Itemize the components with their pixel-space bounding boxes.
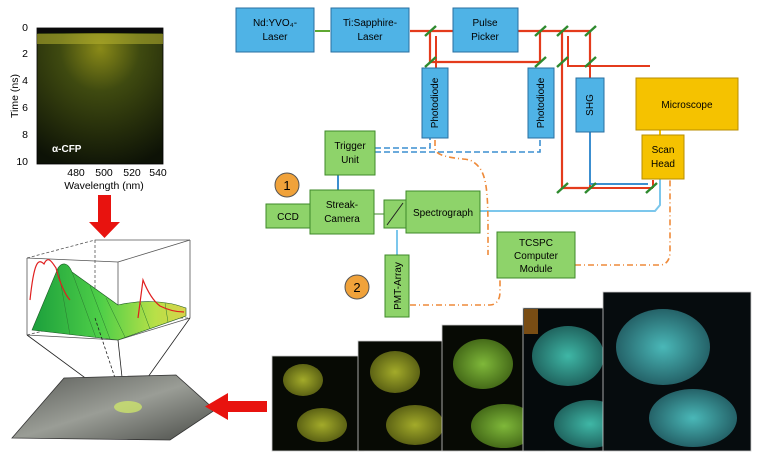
trigger-unit-box: Trigger Unit	[324, 130, 376, 176]
sample-label: α-CFP	[52, 144, 82, 155]
photodiode-1-box: Photodiode	[421, 67, 449, 139]
box-label: Nd:YVO₄-	[253, 18, 297, 29]
mirror-icon	[556, 182, 569, 194]
mirror-icon	[645, 182, 658, 194]
spectrograph-box: Spectrograph	[405, 190, 481, 234]
marker-1: 1	[274, 172, 300, 198]
microscope-box: Microscope	[635, 77, 739, 131]
box-label: Spectrograph	[413, 208, 473, 219]
y-tick-label: 8	[22, 129, 28, 141]
box-label: Laser	[262, 32, 288, 43]
box-label: TCSPC	[519, 238, 553, 249]
cell-image-2	[357, 340, 459, 452]
decay-profile-curve	[137, 277, 185, 319]
y-tick-label: 0	[22, 22, 28, 34]
box-label: Head	[651, 159, 675, 170]
box-label: PMT-Array	[393, 262, 404, 310]
scan-head-box: Scan Head	[641, 134, 685, 180]
box-label: SHG	[585, 94, 596, 116]
y-tick-label: 6	[22, 102, 28, 114]
mirror-icon	[556, 56, 569, 68]
beam-splitter-box	[374, 199, 407, 229]
x-axis-title: Wavelength (nm)	[64, 180, 144, 192]
y-axis-title: Time (ns)	[9, 74, 21, 118]
x-axis-ticks: 480 500 520 540	[67, 167, 167, 179]
box-label: Laser	[357, 32, 383, 43]
shg-box: SHG	[575, 77, 605, 133]
pulse-picker-box: Pulse Picker	[452, 7, 519, 53]
box-label: 1	[283, 178, 290, 193]
x-tick-label: 540	[149, 167, 167, 179]
box-label: Microscope	[661, 100, 713, 111]
box-label: CCD	[277, 212, 299, 223]
cell-image-grey	[11, 374, 216, 441]
down-arrow-icon	[89, 195, 120, 238]
mirror-icon	[584, 25, 597, 37]
mirror-icon	[534, 56, 547, 68]
cell-image-5	[602, 291, 752, 452]
box-label: Unit	[341, 155, 359, 166]
marker-2: 2	[344, 274, 370, 300]
tcspc-module-box: TCSPC Computer Module	[496, 231, 576, 279]
box-label: Module	[520, 264, 553, 275]
mirror-icon	[424, 25, 437, 37]
streak-camera-box: Streak- Camera	[309, 189, 375, 235]
box-label: Pulse	[472, 18, 497, 29]
mirrors	[424, 25, 658, 194]
photodiode-2-box: Photodiode	[527, 67, 555, 139]
spectral-profile-curve	[29, 259, 71, 301]
left-arrow-icon	[205, 393, 267, 420]
box-label: Streak-	[326, 200, 358, 211]
y-tick-label: 10	[16, 156, 28, 168]
x-tick-label: 480	[67, 167, 85, 179]
box-label: Computer	[514, 251, 559, 262]
ccd-box: CCD	[265, 203, 311, 229]
y-tick-label: 2	[22, 48, 28, 60]
x-tick-label: 500	[95, 167, 113, 179]
x-tick-label: 520	[123, 167, 141, 179]
ti-sapphire-laser-box: Ti:Sapphire- Laser	[330, 7, 410, 53]
surface-mesh	[31, 263, 187, 341]
y-axis-ticks: 0 2 4 6 8 10	[16, 22, 28, 168]
streak-image	[36, 27, 164, 165]
y-tick-label: 4	[22, 75, 28, 87]
pmt-array-box: PMT-Array	[384, 254, 410, 318]
box-label: Scan	[652, 145, 675, 156]
cell-image-1	[271, 355, 365, 452]
box-label: Picker	[471, 32, 499, 43]
box-label: Ti:Sapphire-	[343, 18, 397, 29]
nd-laser-box: Nd:YVO₄- Laser	[235, 7, 315, 53]
box-label: Camera	[324, 214, 360, 225]
box-label: Trigger	[334, 141, 366, 152]
box-label: Photodiode	[430, 77, 441, 128]
streak-image-panel: α-CFP 0 2 4 6 8 10 Time (ns) 480 500 520…	[9, 22, 167, 192]
cell-image-sequence	[271, 291, 752, 452]
mirror-icon	[584, 182, 597, 194]
mirror-icon	[534, 25, 547, 37]
mirror-icon	[424, 56, 437, 68]
box-label: Photodiode	[536, 77, 547, 128]
mirror-icon	[584, 56, 597, 68]
box-label: 2	[353, 280, 360, 295]
mirror-icon	[556, 25, 569, 37]
